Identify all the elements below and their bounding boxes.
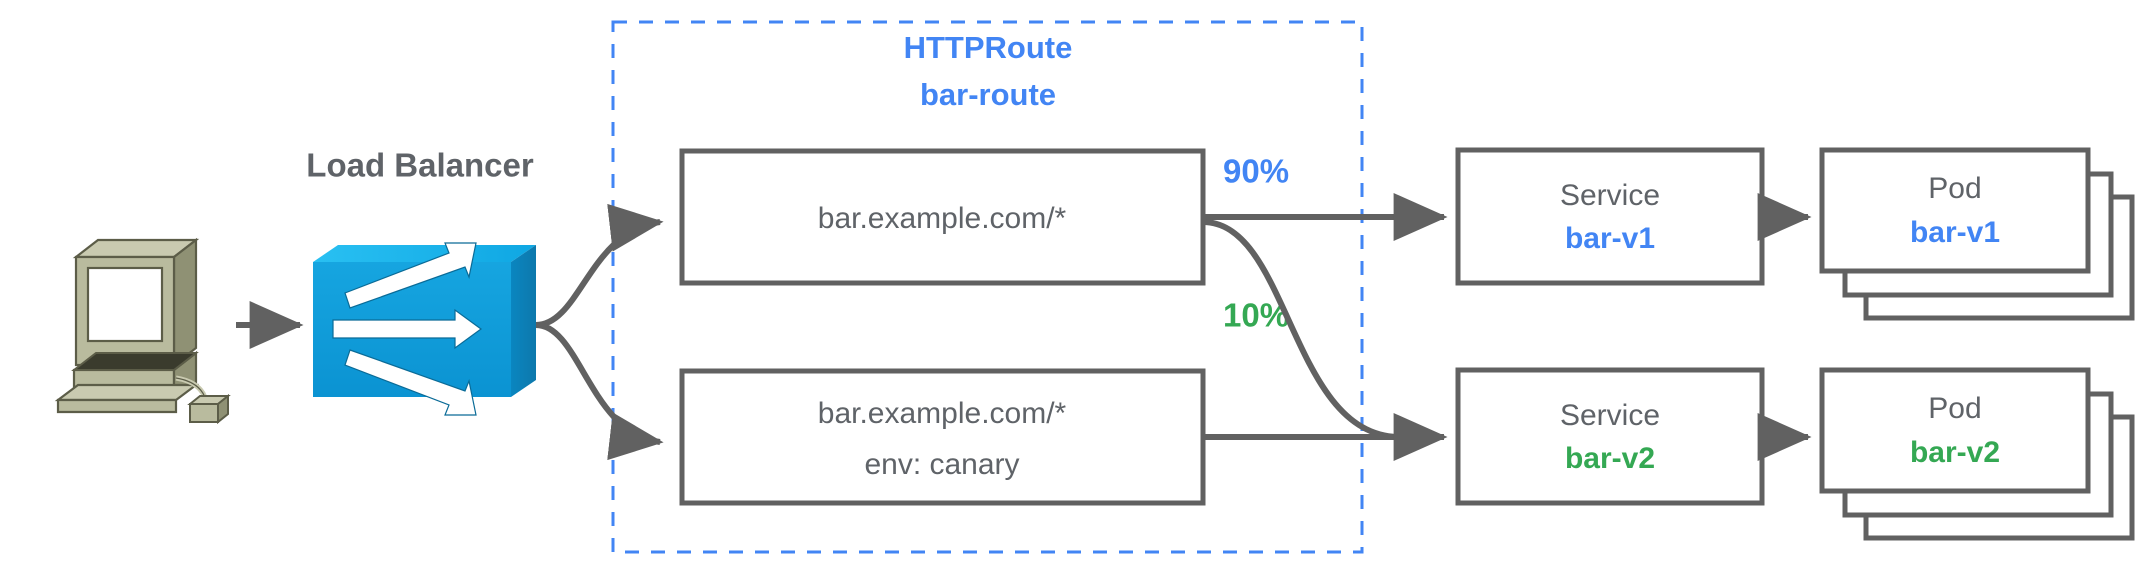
service-bar-v2-name: bar-v2 — [1565, 442, 1655, 475]
service-box-bar-v1[interactable]: Service bar-v1 — [1455, 147, 1765, 286]
arrow-route-primary-to-service-v2 — [1202, 219, 1401, 440]
route-box-canary-text-line2: env: canary — [864, 448, 1019, 481]
route-box-primary-text: bar.example.com/* — [818, 202, 1067, 235]
route-box-canary-border — [679, 368, 1206, 506]
service-bar-v1-name: bar-v1 — [1565, 222, 1655, 255]
desktop-computer-icon — [54, 237, 231, 425]
load-balancer-label: Load Balancer — [306, 147, 534, 184]
pod-bar-v1-replica-1 — [1819, 147, 2091, 274]
pod-bar-v2-kind: Pod — [1928, 392, 1981, 425]
pod-bar-v2-name: bar-v2 — [1910, 436, 2000, 469]
arrow-lb-to-route-canary — [535, 322, 664, 461]
pod-bar-v1-kind: Pod — [1928, 172, 1981, 205]
service-box-bar-v1-border — [1455, 147, 1765, 286]
service-bar-v2-kind: Service — [1560, 399, 1660, 432]
httproute-region-kind: HTTPRoute — [904, 30, 1073, 65]
route-box-canary-text-line1: bar.example.com/* — [818, 397, 1067, 430]
network-switch-icon — [313, 242, 536, 416]
pod-bar-v1-name: bar-v1 — [1910, 216, 2000, 249]
service-bar-v1-kind: Service — [1560, 179, 1660, 212]
route-box-primary[interactable]: bar.example.com/* — [679, 148, 1206, 286]
arrow-lb-to-route-primary — [535, 203, 664, 328]
pod-stack-bar-v2[interactable]: Pod bar-v2 — [1819, 367, 2135, 541]
pod-bar-v2-replica-1 — [1819, 367, 2091, 494]
service-box-bar-v2[interactable]: Service bar-v2 — [1455, 367, 1765, 506]
route-box-canary[interactable]: bar.example.com/* env: canary — [679, 368, 1206, 506]
service-box-bar-v2-border — [1455, 367, 1765, 506]
pod-stack-bar-v1[interactable]: Pod bar-v1 — [1819, 147, 2135, 321]
weight-label-primary: 90% — [1223, 153, 1289, 190]
httproute-region: HTTPRoute bar-route — [611, 20, 1364, 554]
httproute-region-border — [611, 20, 1364, 554]
httproute-region-name: bar-route — [920, 77, 1056, 112]
